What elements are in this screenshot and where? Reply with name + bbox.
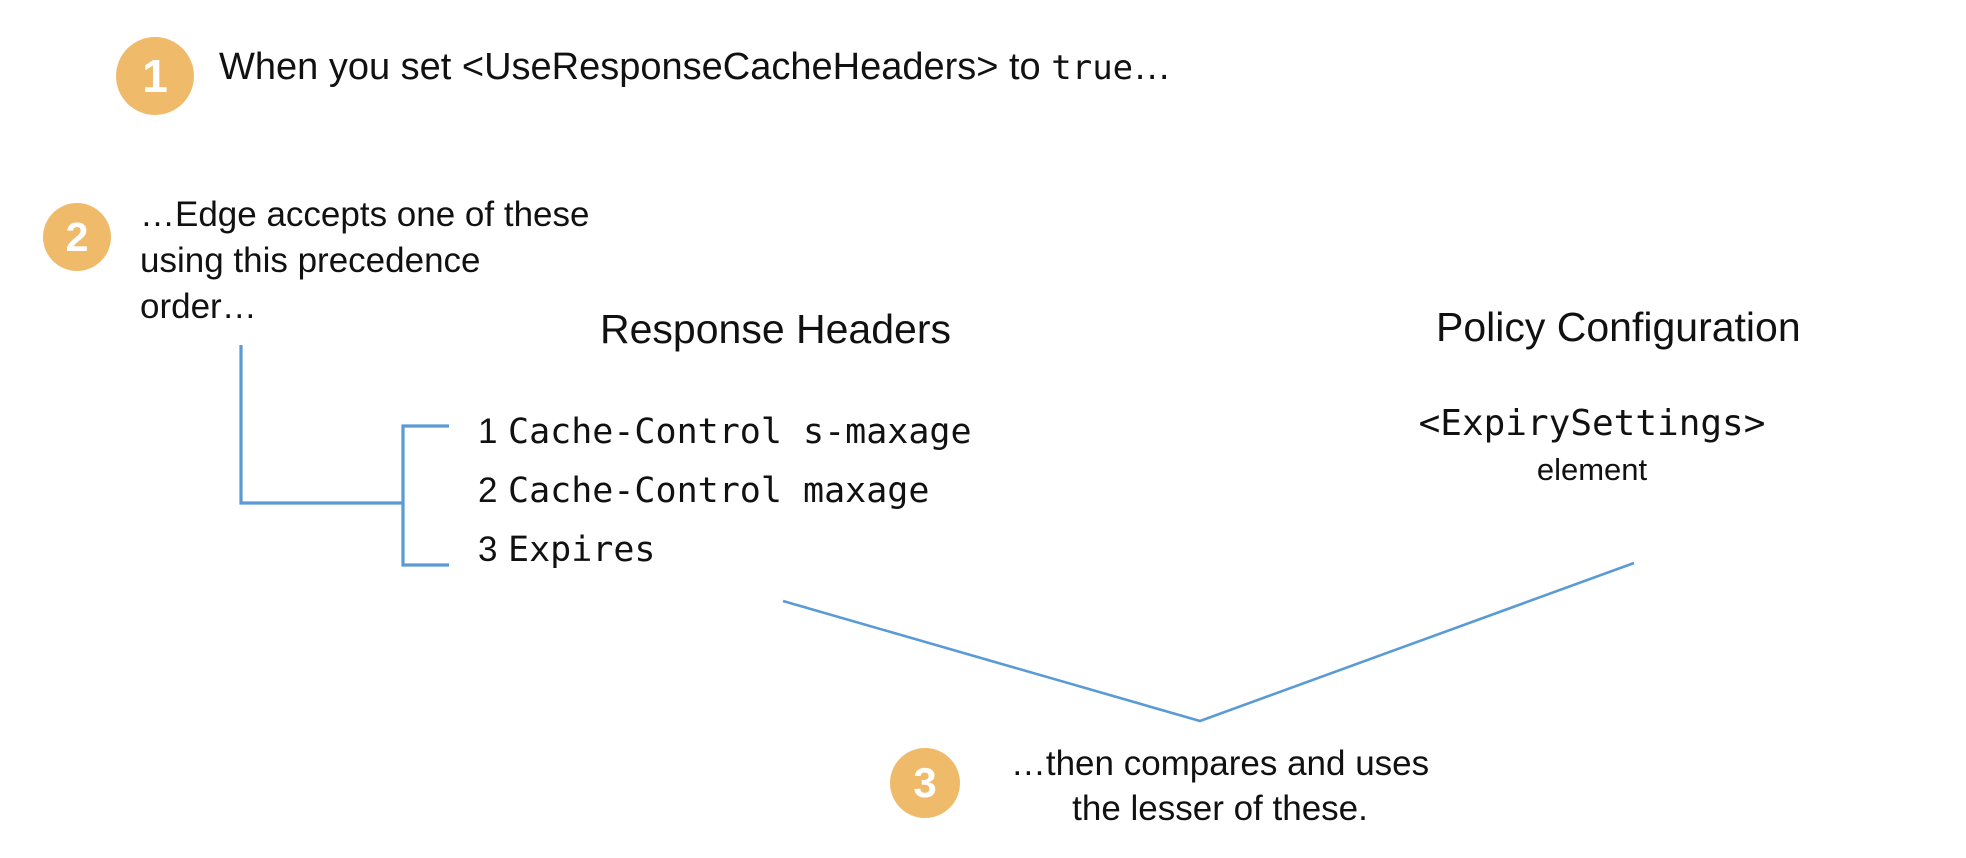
precedence-header-name: Cache-Control maxage	[508, 471, 930, 511]
step-1-caption-suffix: …	[1133, 46, 1172, 88]
connector-step2-to-list	[239, 345, 403, 505]
step-badge-2: 2	[43, 203, 111, 271]
step-badge-3: 3	[890, 748, 960, 818]
precedence-rank: 2	[478, 471, 498, 510]
precedence-list-item: 1 Cache-Control s-maxage	[478, 412, 972, 471]
precedence-list-item: 2 Cache-Control maxage	[478, 471, 972, 530]
precedence-rank: 1	[478, 412, 498, 451]
step-3-caption: …then compares and uses the lesser of th…	[985, 742, 1455, 832]
step-3-caption-line-1: …then compares and uses	[1010, 744, 1430, 783]
precedence-header-name: Expires	[508, 530, 656, 570]
step-2-caption-line-3: order…	[140, 287, 257, 327]
precedence-list: 1 Cache-Control s-maxage 2 Cache-Control…	[478, 412, 972, 589]
connector-precedence-brace	[401, 424, 449, 567]
step-1-caption-prefix: When you set <UseResponseCacheHeaders> t…	[219, 46, 1052, 88]
policy-configuration-value: <ExpirySettings> element	[1392, 403, 1792, 488]
step-2-caption: …Edge accepts one of these using this pr…	[140, 192, 660, 331]
step-1-caption: When you set <UseResponseCacheHeaders> t…	[219, 46, 1171, 89]
precedence-header-name: Cache-Control s-maxage	[508, 412, 972, 452]
policy-configuration-heading: Policy Configuration	[1436, 304, 1801, 350]
step-1-caption-mono: true	[1051, 48, 1134, 88]
expiry-settings-element-label: element	[1536, 452, 1648, 487]
precedence-list-item: 3 Expires	[478, 530, 972, 589]
step-badge-1: 1	[116, 37, 194, 115]
step-2-caption-line-2: using this precedence	[140, 241, 481, 281]
precedence-rank: 3	[478, 530, 498, 569]
expiry-settings-element-name: <ExpirySettings>	[1418, 403, 1766, 444]
response-headers-heading: Response Headers	[600, 306, 951, 352]
step-3-caption-line-2: the lesser of these.	[1072, 788, 1368, 828]
step-2-caption-line-1: …Edge accepts one of these	[140, 195, 590, 234]
